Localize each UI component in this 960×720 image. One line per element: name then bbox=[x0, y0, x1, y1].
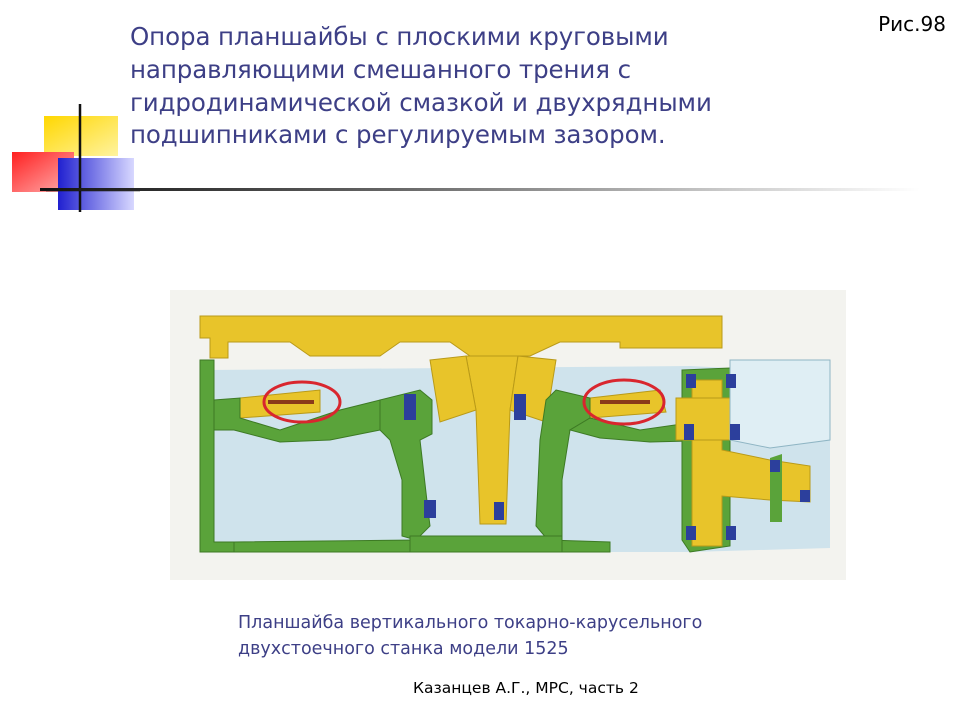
bearing bbox=[730, 424, 740, 440]
bearing bbox=[726, 374, 736, 388]
left-guide-strip bbox=[268, 400, 314, 404]
bearing bbox=[726, 526, 736, 540]
bearing bbox=[686, 526, 696, 540]
faceplate-drawing bbox=[170, 290, 846, 580]
spindle-hub bbox=[429, 355, 477, 423]
bearing bbox=[684, 424, 694, 440]
highlight-circle-right bbox=[582, 378, 666, 426]
bearing bbox=[514, 394, 526, 420]
bearing bbox=[404, 394, 416, 420]
slide-title: Опора планшайбы с плоскими круговыми нап… bbox=[130, 22, 712, 150]
housing-floor bbox=[233, 539, 423, 553]
highlight-circle-left bbox=[262, 380, 342, 424]
bearing bbox=[800, 490, 810, 502]
drawing-caption: Планшайба вертикального токарно-карусель… bbox=[238, 610, 838, 663]
decorative-squares bbox=[12, 104, 140, 212]
title-underline bbox=[40, 188, 920, 191]
right-guide-strip bbox=[600, 400, 650, 404]
housing-center-left bbox=[379, 389, 433, 541]
housing-bottom-lip bbox=[409, 535, 563, 553]
blue-square bbox=[58, 158, 134, 210]
caption-line-1: Планшайба вертикального токарно-карусель… bbox=[238, 613, 703, 633]
bearing bbox=[686, 374, 696, 388]
caption-line-2: двухстоечного станка модели 1525 bbox=[238, 639, 569, 660]
bearing bbox=[770, 460, 780, 472]
gearbox-right-housing bbox=[729, 359, 831, 449]
faceplate-top bbox=[199, 315, 723, 359]
author-footer: Казанцев А.Г., МРС, часть 2 bbox=[413, 679, 639, 697]
bearing bbox=[424, 500, 436, 518]
figure-label: Рис.98 bbox=[878, 12, 946, 36]
bearing bbox=[494, 502, 504, 520]
